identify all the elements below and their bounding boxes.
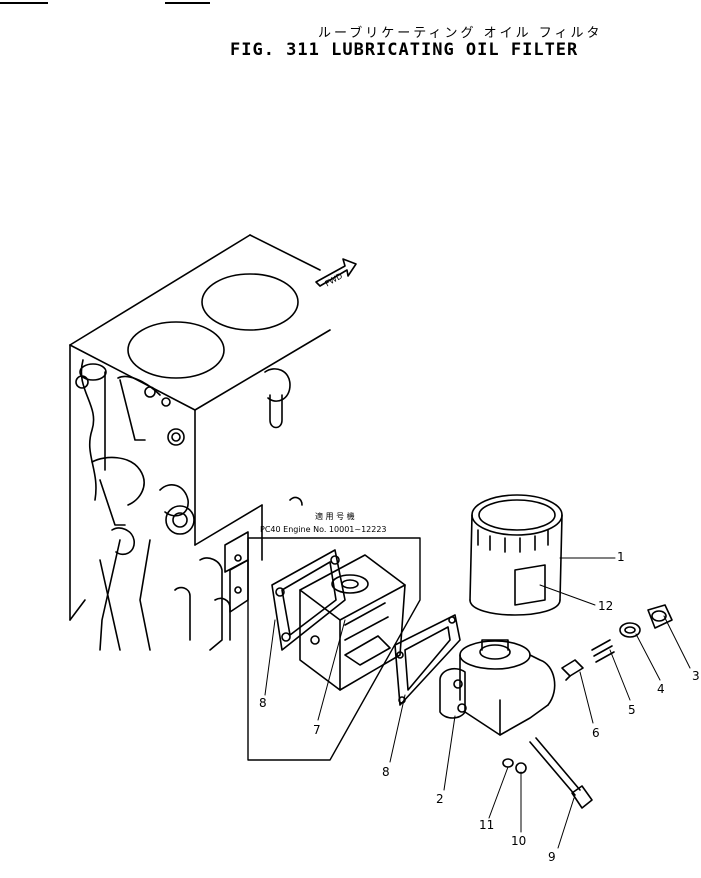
forward-arrow-icon: FWD xyxy=(315,258,357,288)
callout-12: 12 xyxy=(598,599,613,613)
engine-block xyxy=(69,234,331,651)
relief-valve-parts xyxy=(561,604,673,681)
callout-11: 11 xyxy=(479,818,494,832)
callout-2: 2 xyxy=(436,792,444,806)
callout-8-inner: 8 xyxy=(259,696,267,710)
fwd-label: FWD xyxy=(323,271,344,288)
figure-title: FIG. 311 LUBRICATING OIL FILTER xyxy=(230,40,579,60)
applicability-note: 適 用 号 機 PC40 Engine No. 10001~12223 xyxy=(260,511,387,534)
gasket-inner xyxy=(271,549,346,651)
applicability-bracket xyxy=(247,537,421,761)
callouts: 1 2 3 4 5 6 7 8 8 9 10 11 12 xyxy=(259,550,700,864)
gasket-outer xyxy=(394,614,461,706)
figure-title-japanese: ルーブリケーティング オイル フィルタ xyxy=(318,26,603,41)
callout-6: 6 xyxy=(592,726,600,740)
top-rule-right xyxy=(165,2,210,4)
applicability-engine-range: PC40 Engine No. 10001~12223 xyxy=(260,525,387,534)
callout-3: 3 xyxy=(692,669,700,683)
bolt-and-washers xyxy=(502,737,593,809)
top-rule-left xyxy=(0,2,48,4)
callout-10: 10 xyxy=(511,834,526,848)
callout-8-outer: 8 xyxy=(382,765,390,779)
callout-5: 5 xyxy=(628,703,636,717)
adapter-block xyxy=(299,554,406,691)
applicability-jp: 適 用 号 機 xyxy=(315,511,355,521)
filter-head xyxy=(439,639,556,736)
callout-4: 4 xyxy=(657,682,665,696)
leader-lines xyxy=(264,557,691,849)
oil-filter-cartridge xyxy=(469,494,563,616)
callout-1: 1 xyxy=(617,550,625,564)
callout-7: 7 xyxy=(313,723,321,737)
callout-9: 9 xyxy=(548,850,556,864)
